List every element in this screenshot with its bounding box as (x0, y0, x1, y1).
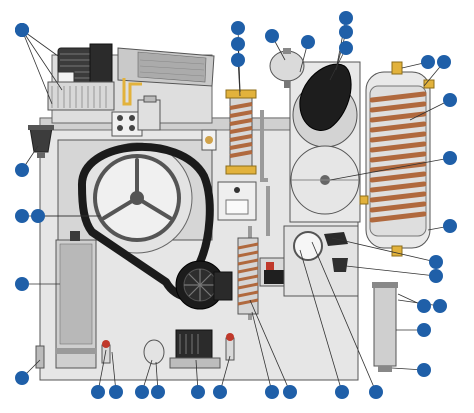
marker-leader-line (97, 349, 107, 393)
drain-valve (35, 345, 45, 369)
callout-marker (265, 29, 279, 43)
callout-marker (15, 163, 29, 177)
callout-marker (283, 385, 297, 399)
callout-marker (437, 55, 451, 69)
callout-marker (433, 299, 447, 313)
water-separator (217, 181, 257, 221)
callout-marker (443, 151, 457, 165)
air-duct-pipe (122, 78, 142, 106)
air-filter-panel (117, 47, 215, 87)
marker-leader-line (251, 311, 273, 393)
callout-marker (15, 277, 29, 291)
callout-marker (429, 269, 443, 283)
callout-marker (339, 41, 353, 55)
callout-marker (265, 385, 279, 399)
callout-marker (231, 37, 245, 51)
callout-marker (231, 21, 245, 35)
callout-marker (191, 385, 205, 399)
exhaust-fan-motor (47, 43, 115, 111)
marker-leader-line (249, 299, 291, 393)
cartridge-filter (237, 237, 259, 315)
callout-marker (421, 55, 435, 69)
callout-marker (91, 385, 105, 399)
marker-leader-line (311, 241, 377, 393)
condenser (225, 89, 257, 175)
callout-marker (429, 255, 443, 269)
callout-marker (15, 209, 29, 223)
marker-leader-line (345, 265, 437, 277)
control-valves (101, 333, 235, 364)
callout-marker (417, 299, 431, 313)
callout-marker (443, 219, 457, 233)
callout-marker (443, 93, 457, 107)
callout-marker (335, 385, 349, 399)
distillation-still (289, 61, 361, 223)
callout-marker (339, 11, 353, 25)
drive-motor (175, 260, 233, 310)
expansion-vessel (269, 48, 305, 88)
control-switches (111, 95, 161, 137)
callout-marker (15, 23, 29, 37)
callout-marker (213, 385, 227, 399)
sight-window (283, 225, 359, 297)
callout-marker (109, 385, 123, 399)
marker-leader-line (21, 29, 59, 57)
drive-belt (77, 142, 219, 302)
marker-leader-line (299, 249, 343, 393)
callout-marker (417, 363, 431, 377)
callout-marker (339, 25, 353, 39)
secondary-filter (372, 282, 398, 372)
solvent-tank (55, 231, 97, 369)
sight-glass (201, 129, 217, 151)
lint-filter (28, 125, 54, 158)
pump (143, 329, 221, 369)
marker-leader-line (21, 29, 53, 105)
callout-marker (31, 209, 45, 223)
callout-marker (369, 385, 383, 399)
callout-marker (135, 385, 149, 399)
marker-leader-line (409, 99, 451, 121)
heat-exchanger (359, 61, 435, 257)
callout-marker (417, 323, 431, 337)
marker-leader-line (21, 29, 63, 91)
marker-leader-line (329, 157, 451, 181)
callout-marker (151, 385, 165, 399)
callout-marker (15, 371, 29, 385)
callout-marker (301, 35, 315, 49)
callout-marker (231, 53, 245, 67)
marker-leader-line (331, 237, 437, 263)
marker-layer (15, 11, 457, 399)
wash-drum (57, 139, 213, 254)
